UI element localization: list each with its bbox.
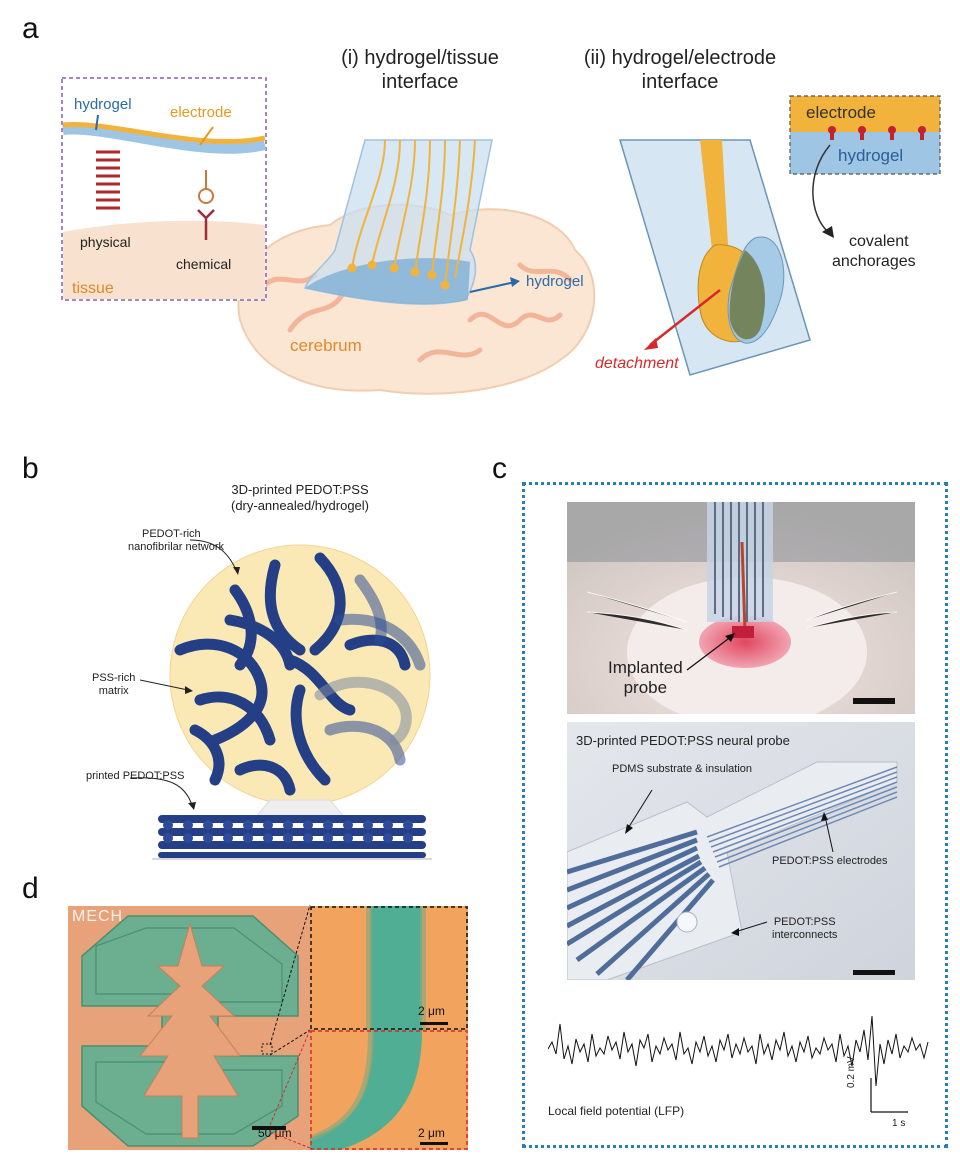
panel-c-label: c <box>492 452 507 485</box>
tree-silhouette <box>138 922 241 1139</box>
b-title-line2: (dry-annealed/hydrogel) <box>230 498 370 513</box>
scale-inset-bottom-label: 2 μm <box>418 1126 445 1140</box>
electrodes-label: PEDOT:PSS electrodes <box>772 855 888 867</box>
panel-b-title: 3D-printed PEDOT:PSS (dry-annealed/hydro… <box>200 482 400 514</box>
detachment-label: detachment <box>595 355 679 372</box>
detached-probe <box>618 139 811 376</box>
scale-bar-photo2 <box>853 970 895 975</box>
brain-hydrogel-label: hydrogel <box>526 273 584 290</box>
implanted-line1: Implanted <box>608 658 683 677</box>
covalent-label: covalent anchorages <box>832 232 916 272</box>
mech-label: MECH <box>72 908 124 925</box>
panel-c-border <box>522 482 948 1148</box>
implanted-line2: probe <box>623 678 668 697</box>
interconnects-label: PEDOT:PSS interconnects <box>772 916 837 942</box>
anchorage-box <box>789 95 941 175</box>
micrograph-inset-top <box>310 906 468 1030</box>
interconnects-line2: interconnects <box>772 929 838 941</box>
panel-b-figure <box>129 539 432 860</box>
b-title-line1: 3D-printed PEDOT:PSS <box>231 482 369 497</box>
inset-hydrogel-label: hydrogel <box>74 96 132 113</box>
box-hydrogel-label: hydrogel <box>838 146 904 165</box>
printed-pedot-label: printed PEDOT:PSS <box>86 770 185 782</box>
cerebrum-label: cerebrum <box>290 336 362 355</box>
pss-rich-label: PSS-rich matrix <box>92 672 135 698</box>
inset-physical-label: physical <box>80 234 131 250</box>
printed-stack <box>152 815 432 860</box>
micrograph-main <box>68 906 312 1150</box>
panel-a-label: a <box>22 12 39 45</box>
inset-tissue-label: tissue <box>72 280 114 297</box>
inset-electrode-label: electrode <box>170 104 232 121</box>
probe-title-label: 3D-printed PEDOT:PSS neural probe <box>576 733 790 748</box>
lfp-scale-v-label: 0.2 mV <box>846 1056 857 1088</box>
zoom-lines <box>269 904 311 1149</box>
micrograph-inset-bottom <box>310 1030 468 1150</box>
covalent-line2: anchorages <box>832 253 916 270</box>
pss-rich-line2: matrix <box>98 685 129 697</box>
inset-chemical-label: chemical <box>176 256 232 272</box>
scale-bar-inset-bottom <box>420 1142 448 1145</box>
scale-bar-inset-top <box>420 1022 448 1025</box>
interconnects-line1: PEDOT:PSS <box>773 916 836 928</box>
scale-bar-photo1 <box>853 698 895 704</box>
panel-d-label: d <box>22 872 39 905</box>
title-i-line2: interface <box>381 71 459 93</box>
pedot-rich-label: PEDOT-rich nanofibrilar network <box>128 528 224 554</box>
matrix-circle <box>169 544 431 806</box>
implanted-photo <box>567 502 915 714</box>
detachment-arrow <box>649 289 721 346</box>
pss-rich-line1: PSS-rich <box>92 672 136 684</box>
title-i-line1: (i) hydrogel/tissue <box>341 47 499 69</box>
title-ii-line1: (ii) hydrogel/electrode <box>583 47 777 69</box>
implanted-probe-label: Implanted probe <box>608 658 683 698</box>
pedot-rich-line1: PEDOT-rich <box>142 528 201 540</box>
panel-b-label: b <box>22 452 39 485</box>
covalent-line1: covalent <box>849 233 909 250</box>
scale-inset-top-label: 2 μm <box>418 1004 445 1018</box>
pdms-label: PDMS substrate & insulation <box>612 763 753 775</box>
hydrogel-probe-sheet <box>303 139 493 305</box>
panel-a-title-ii: (ii) hydrogel/electrode interface <box>560 46 800 94</box>
pedot-rich-line2: nanofibrilar network <box>128 541 224 553</box>
neural-probe-photo <box>567 722 915 980</box>
title-ii-line2: interface <box>641 71 719 93</box>
lfp-scale-t-label: 1 s <box>892 1118 906 1129</box>
panel-a-title-i: (i) hydrogel/tissue interface <box>300 46 540 94</box>
scale-bar-main <box>252 1126 286 1130</box>
box-electrode-label: electrode <box>806 103 876 122</box>
lfp-label: Local field potential (LFP) <box>548 1104 685 1118</box>
scale-main-label: 50 μm <box>258 1126 292 1140</box>
lfp-trace <box>548 1015 929 1113</box>
panel-a-figure <box>61 77 941 395</box>
hydrogel-arrow <box>469 281 516 293</box>
